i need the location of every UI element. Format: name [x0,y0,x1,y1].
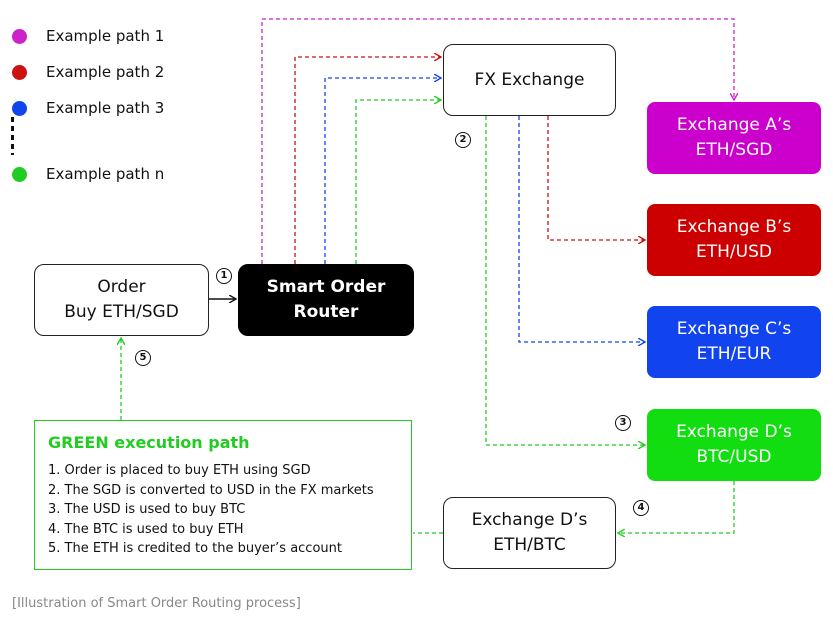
green-execution-path-panel: GREEN execution path 1. Order is placed … [34,420,412,570]
path-n-line-c [618,481,735,533]
exchange-d-ethbtc-line1: Exchange D’s [471,510,588,530]
green-panel-step: 3. The USD is used to buy BTC [48,502,246,517]
green-panel-title: GREEN execution path [48,433,250,452]
path-n-line-a [355,100,441,264]
path-2-line-b [547,116,645,240]
fx-exchange-node: FX Exchange [443,44,616,116]
path-1-line [261,18,734,264]
exchange-c-line2: ETH/EUR [696,344,772,364]
exchange-d-ethbtc-node: Exchange D’s ETH/BTC [443,497,616,569]
exchange-d-btcusd-line2: BTC/USD [696,447,772,467]
order-node: Order Buy ETH/SGD [34,264,209,336]
legend-label: Example path 2 [46,63,165,81]
exchange-b-line1: Exchange B’s [676,217,792,237]
exchange-b-line2: ETH/USD [696,242,772,262]
exchange-a-line1: Exchange A’s [676,115,792,135]
exchange-a-line2: ETH/SGD [695,140,773,160]
exchange-d-btcusd-line1: Exchange D’s [676,422,792,442]
step-marker-5: 5 [135,350,151,366]
legend-item-path-n: Example path n [12,162,164,186]
step-marker-3: 3 [615,415,631,431]
step-marker-1: 1 [216,268,232,284]
path-2-line-a [294,57,441,264]
exchange-a-node: Exchange A’s ETH/SGD [647,102,821,174]
path-n-line-b [485,116,645,445]
fx-exchange-label: FX Exchange [474,69,585,90]
step-marker-2: 2 [455,132,471,148]
exchange-d-btcusd-node: Exchange D’s BTC/USD [647,409,821,481]
legend-dot-path-3 [12,100,27,116]
legend-item-path-3: Example path 3 [12,96,164,120]
exchange-b-node: Exchange B’s ETH/USD [647,204,821,276]
router-node-line1: Smart Order [266,277,386,297]
path-3-line-a [324,78,441,264]
step-marker-4: 4 [633,500,649,516]
legend-ellipsis [11,117,14,155]
order-node-line2: Buy ETH/SGD [64,302,179,322]
router-node-line2: Router [293,302,359,322]
legend-label: Example path 1 [46,27,165,45]
legend-label: Example path n [46,165,165,183]
legend-item-path-1: Example path 1 [12,24,164,48]
figure-caption: [Illustration of Smart Order Routing pro… [12,596,301,611]
green-panel-step: 4. The BTC is used to buy ETH [48,521,244,537]
exchange-c-node: Exchange C’s ETH/EUR [647,306,821,378]
order-node-line1: Order [97,277,146,297]
exchange-d-ethbtc-line2: ETH/BTC [493,535,566,555]
smart-order-router-node: Smart Order Router [238,264,414,336]
green-panel-step: 1. Order is placed to buy ETH using SGD [48,463,311,478]
green-panel-step: 2. The SGD is converted to USD in the FX… [48,482,374,498]
legend-dot-path-2 [12,64,27,80]
legend-dot-path-n [12,166,27,182]
exchange-c-line1: Exchange C’s [676,319,792,339]
legend-dot-path-1 [12,28,27,44]
green-panel-step: 5. The ETH is credited to the buyer’s ac… [48,541,342,556]
legend-item-path-2: Example path 2 [12,60,164,84]
path-3-line-b [518,116,645,342]
legend-label: Example path 3 [46,99,165,117]
